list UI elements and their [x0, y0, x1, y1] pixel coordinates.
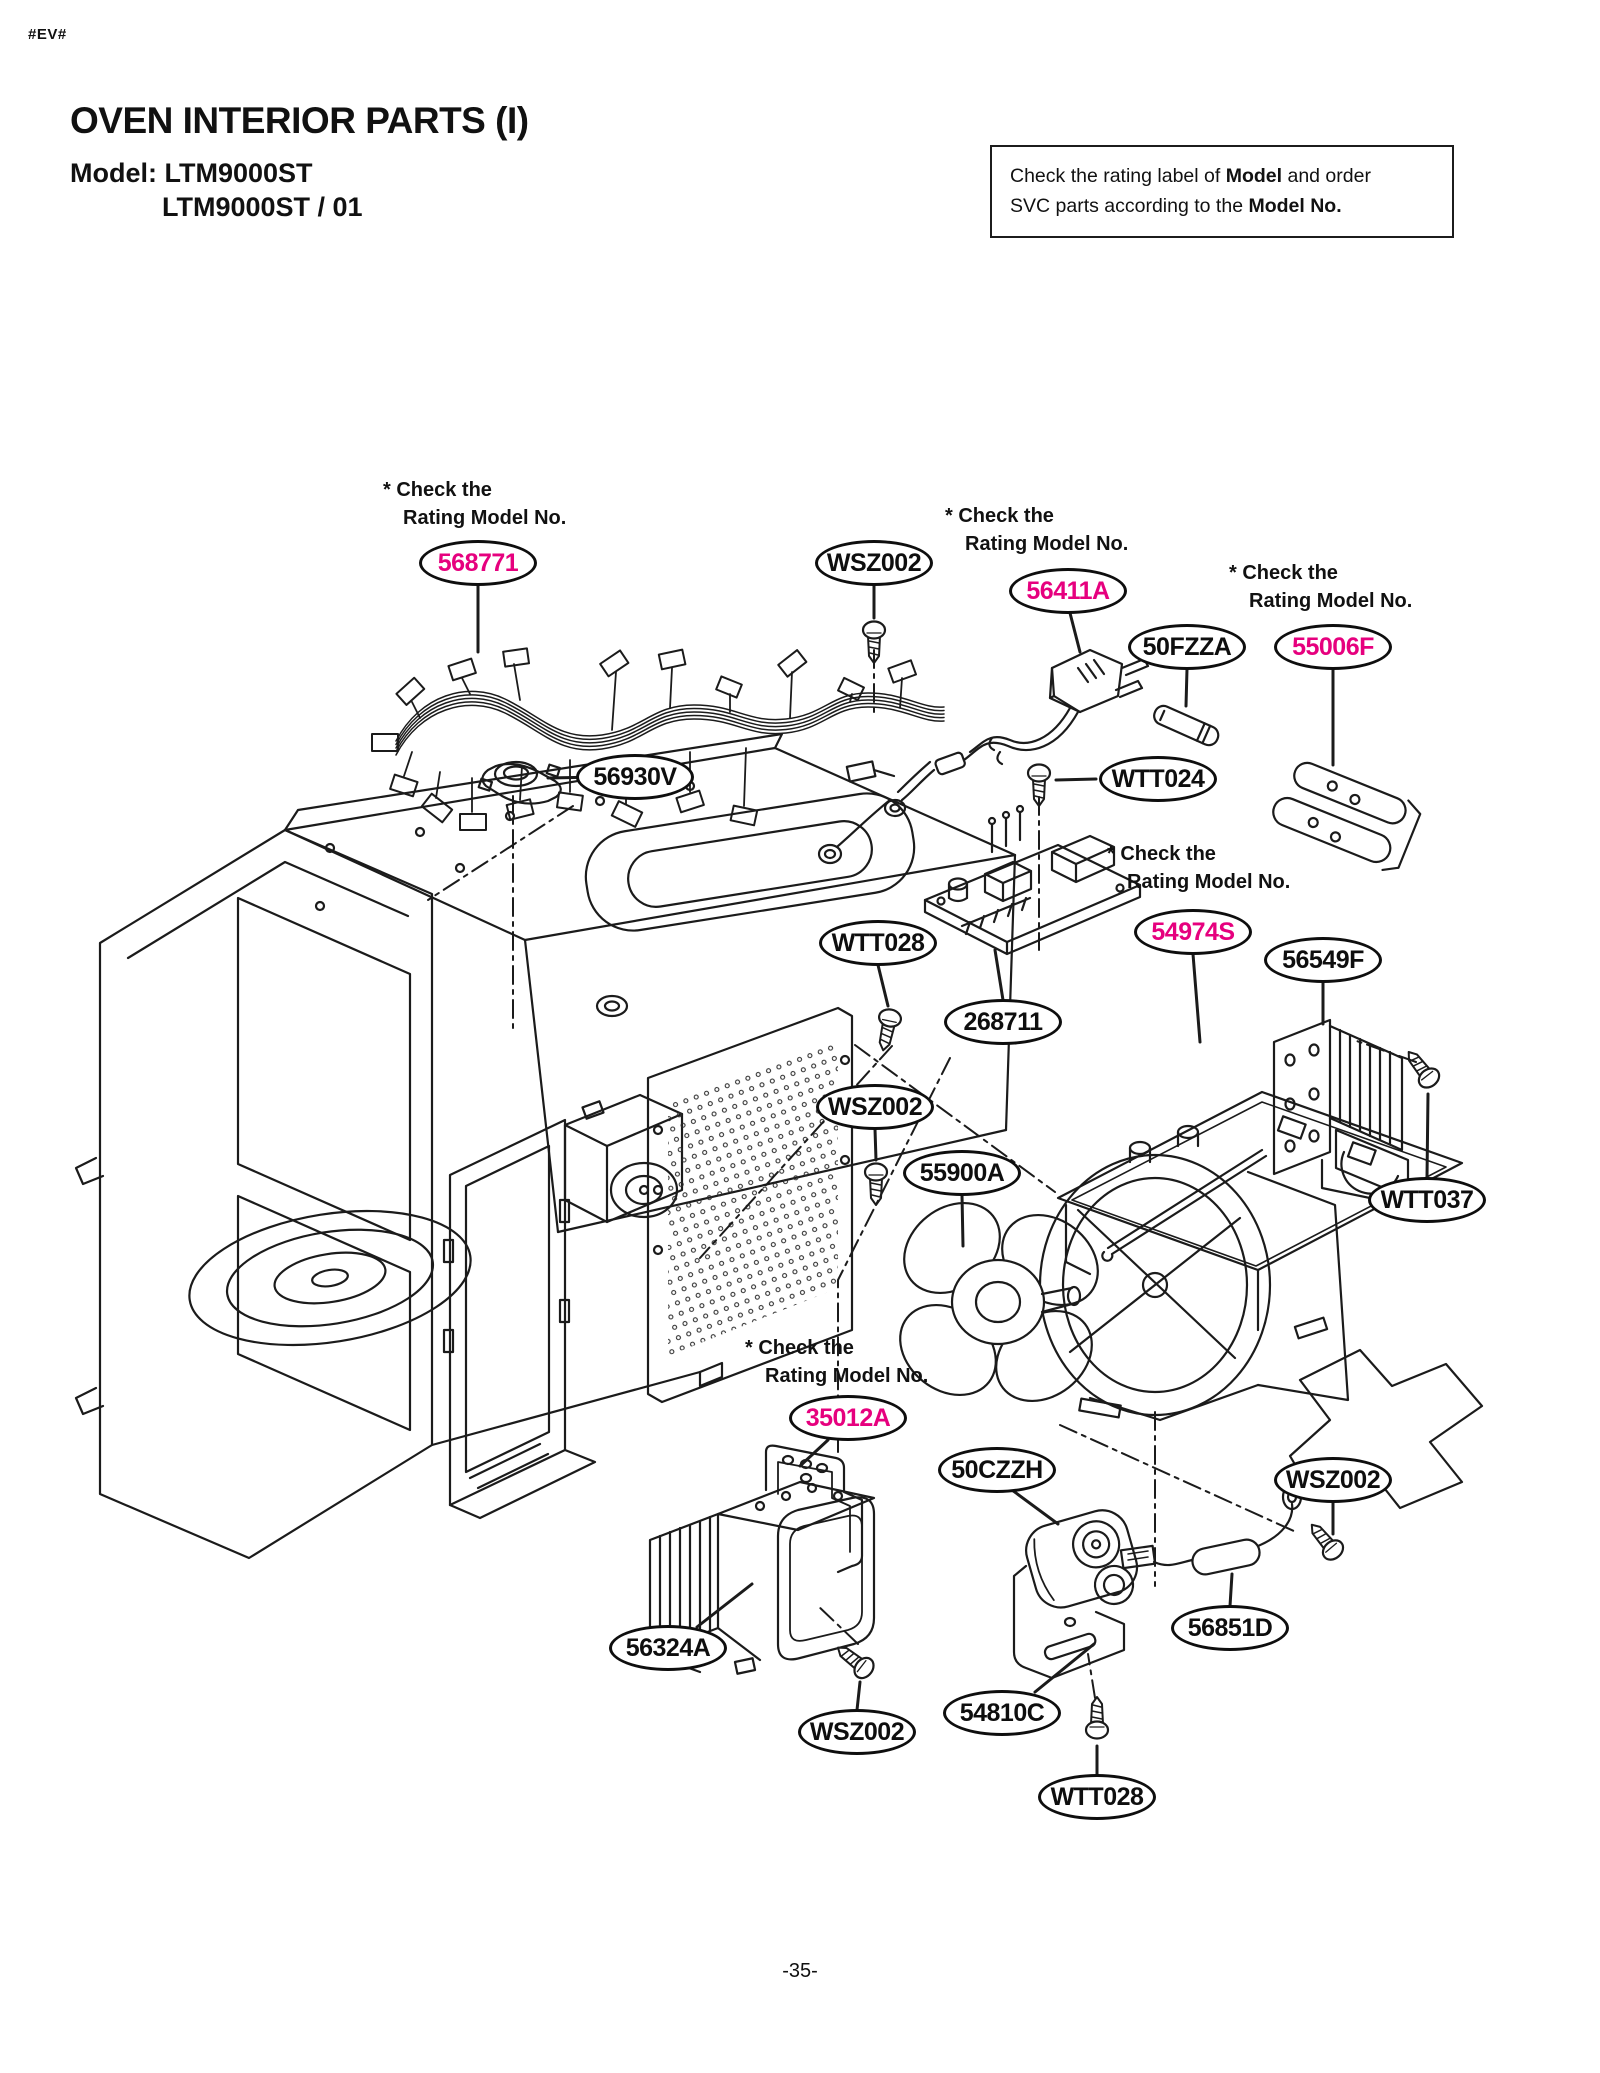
part-label-56411a: 56411A: [1009, 568, 1127, 614]
part-label-56851d: 56851D: [1171, 1605, 1289, 1651]
rating-note-line: * Check the: [1107, 843, 1216, 865]
rating-note-line: Rating Model No.: [765, 1365, 929, 1388]
part-label-wsz002: WSZ002: [1274, 1457, 1392, 1503]
part-label-568771: 568771: [419, 540, 537, 586]
part-label-50czzh: 50CZZH: [938, 1447, 1056, 1493]
part-label-wtt028: WTT028: [1038, 1774, 1156, 1820]
notice-text-segment: and order: [1282, 165, 1371, 187]
perforated-panel-drawing: [646, 1006, 854, 1404]
wire-harness-drawing: [371, 647, 945, 831]
rating-note-line: Rating Model No.: [1127, 871, 1291, 894]
rating-note-line: * Check the: [745, 1337, 854, 1359]
rating-note-line: * Check the: [383, 479, 492, 501]
projection-lines: [427, 649, 1417, 1699]
part-label-50fzza: 50FZZA: [1128, 624, 1246, 670]
notice-text-segment: Model: [1225, 165, 1283, 187]
notice-line1: Check the rating label of Model and orde…: [1010, 162, 1434, 192]
rating-note-line: * Check the: [1229, 562, 1338, 584]
model-sub-label: LTM9000ST / 01: [162, 192, 363, 222]
noise-filter-drawing: [1119, 1483, 1303, 1576]
page-title: OVEN INTERIOR PARTS (I): [70, 100, 529, 141]
part-label-wtt028: WTT028: [819, 920, 937, 966]
fuse-drawing: [1153, 704, 1220, 747]
part-label-56549f: 56549F: [1264, 937, 1382, 983]
rating-note-line: * Check the: [945, 505, 1054, 527]
part-label-wsz002: WSZ002: [798, 1709, 916, 1755]
part-label-56930v: 56930V: [576, 754, 694, 800]
circuit-board-drawing: [923, 804, 1142, 956]
part-label-55900a: 55900A: [903, 1150, 1021, 1196]
rating-note-line: Rating Model No.: [965, 533, 1129, 556]
hv-unit-drawing: [1012, 1509, 1139, 1680]
notice-line2: SVC parts according to the Model No.: [1010, 192, 1434, 222]
part-label-wtt024: WTT024: [1099, 756, 1217, 802]
rating-note-line: Rating Model No.: [1249, 590, 1413, 613]
bracket-55006F-drawing: [1272, 761, 1422, 872]
part-label-wtt037: WTT037: [1368, 1177, 1486, 1223]
part-label-55006f: 55006F: [1274, 624, 1392, 670]
page-number: -35-: [782, 1960, 818, 1982]
part-label-56324a: 56324A: [609, 1625, 727, 1671]
part-label-35012a: 35012A: [789, 1395, 907, 1441]
power-cord-drawing: [817, 648, 1150, 865]
part-label-wsz002: WSZ002: [816, 1084, 934, 1130]
inner-frame-drawing: [442, 1118, 597, 1520]
part-label-268711: 268711: [944, 999, 1062, 1045]
rating-notice-box: Check the rating label of Model and orde…: [990, 145, 1454, 238]
magnetron-bracket-drawing: [764, 1444, 864, 1574]
ev-mark: #EV#: [28, 26, 67, 43]
rating-note-line: Rating Model No.: [403, 507, 567, 530]
fan-blade-drawing: [899, 1201, 1099, 1403]
leader-lines: [476, 583, 1430, 1777]
part-label-wsz002: WSZ002: [815, 540, 933, 586]
magnetron-drawing: [648, 1480, 876, 1675]
model-label: Model: LTM9000ST: [70, 158, 313, 188]
notice-text-segment: SVC parts according to the: [1010, 194, 1249, 217]
part-label-54974s: 54974S: [1134, 909, 1252, 955]
thermostat-drawing: [477, 760, 562, 805]
part-label-54810c: 54810C: [943, 1690, 1061, 1736]
fan-motor-drawing: [1101, 1018, 1420, 1262]
notice-text-segment: Check the rating label of: [1010, 165, 1226, 187]
notice-text-segment: Model No.: [1248, 194, 1342, 217]
